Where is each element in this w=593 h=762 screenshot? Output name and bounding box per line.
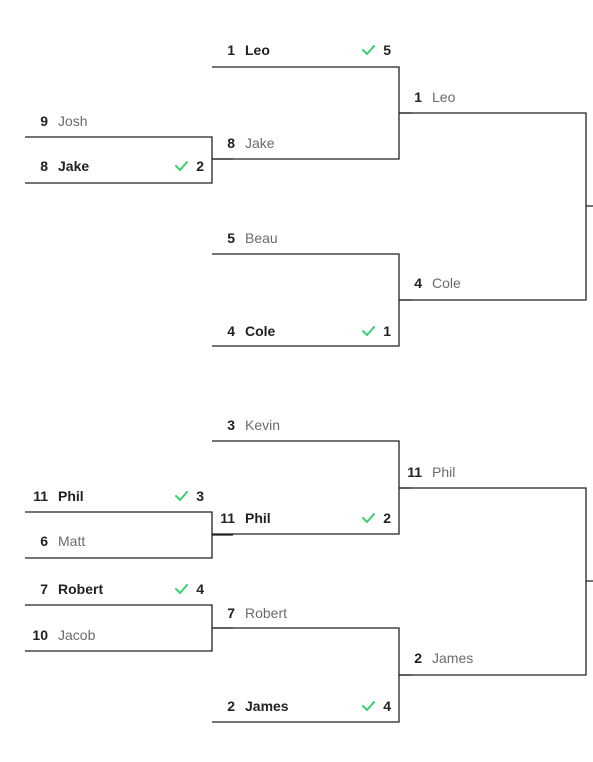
score: 2: [196, 158, 204, 174]
score: 4: [383, 698, 391, 714]
player-name: Phil: [58, 488, 84, 504]
bracket-slot: 7 Robert 4: [26, 578, 212, 600]
bracket-slot: 4 Cole 1: [213, 320, 399, 342]
connector-r3-leo-cole: [399, 112, 593, 301]
bracket-slot: 11 Phil 2: [213, 507, 399, 529]
seed-number: 1: [414, 89, 422, 105]
bracket-slot: 8 Jake 2: [26, 155, 212, 177]
seed-number: 3: [227, 417, 235, 433]
seed-number: 5: [227, 230, 235, 246]
checkmark-icon: [175, 584, 188, 594]
player-name: James: [432, 650, 474, 666]
seed-number: 11: [220, 510, 235, 526]
player-name: Josh: [58, 113, 88, 129]
seed-number: 11: [407, 464, 422, 480]
player-name: Cole: [432, 275, 461, 291]
seed-number: 11: [33, 488, 48, 504]
player-name: Kevin: [245, 417, 281, 433]
score: 5: [383, 42, 391, 58]
seed-number: 4: [414, 275, 422, 291]
bracket-slot: 11 Phil 3: [26, 485, 212, 507]
bracket-slot: 11 Phil: [400, 461, 586, 483]
seed-number: 8: [227, 135, 235, 151]
player-name: Beau: [245, 230, 278, 246]
bracket-slot: 1 Leo: [400, 86, 586, 108]
seed-number: 1: [227, 42, 235, 58]
score: 4: [196, 581, 204, 597]
player-name: Robert: [58, 581, 104, 597]
bracket-slot: 2 James 4: [213, 695, 399, 717]
score: 2: [383, 510, 391, 526]
seed-number: 4: [227, 323, 235, 339]
seed-number: 2: [227, 698, 235, 714]
bracket-slot: 8 Jake: [213, 132, 399, 154]
bracket-slot: 1 Leo 5: [213, 39, 399, 61]
player-name: Jake: [58, 158, 90, 174]
checkmark-icon: [175, 491, 188, 501]
player-name: Matt: [58, 533, 86, 549]
bracket-slot: 6 Matt: [26, 530, 212, 552]
player-name: Cole: [245, 323, 276, 339]
seed-number: 8: [40, 158, 48, 174]
seed-number: 7: [227, 605, 235, 621]
connector-r1-phil-matt: [25, 511, 233, 559]
bracket-slot: 4 Cole: [400, 272, 586, 294]
connector-r3-phil-james: [399, 487, 593, 676]
checkmark-icon: [175, 161, 188, 171]
score: 1: [383, 323, 391, 339]
seed-number: 6: [40, 533, 48, 549]
player-name: Leo: [245, 42, 270, 58]
bracket-slot: 5 Beau: [213, 227, 399, 249]
player-name: Jake: [245, 135, 275, 151]
bracket-slot: 9 Josh: [26, 110, 212, 132]
player-name: Phil: [432, 464, 456, 480]
bracket-slot: 10 Jacob: [26, 624, 212, 646]
score: 3: [196, 488, 204, 504]
player-name: Jacob: [58, 627, 96, 643]
checkmark-icon: [362, 701, 375, 711]
seed-number: 7: [40, 581, 48, 597]
bracket-slot: 2 James: [400, 647, 586, 669]
player-name: Leo: [432, 89, 456, 105]
player-name: Phil: [245, 510, 271, 526]
seed-number: 2: [414, 650, 422, 666]
checkmark-icon: [362, 513, 375, 523]
seed-number: 10: [32, 627, 48, 643]
player-name: James: [245, 698, 289, 714]
bracket-slot: 3 Kevin: [213, 414, 399, 436]
seed-number: 9: [40, 113, 48, 129]
checkmark-icon: [362, 326, 375, 336]
player-name: Robert: [245, 605, 288, 621]
checkmark-icon: [362, 45, 375, 55]
bracket-slot: 7 Robert: [213, 602, 399, 624]
